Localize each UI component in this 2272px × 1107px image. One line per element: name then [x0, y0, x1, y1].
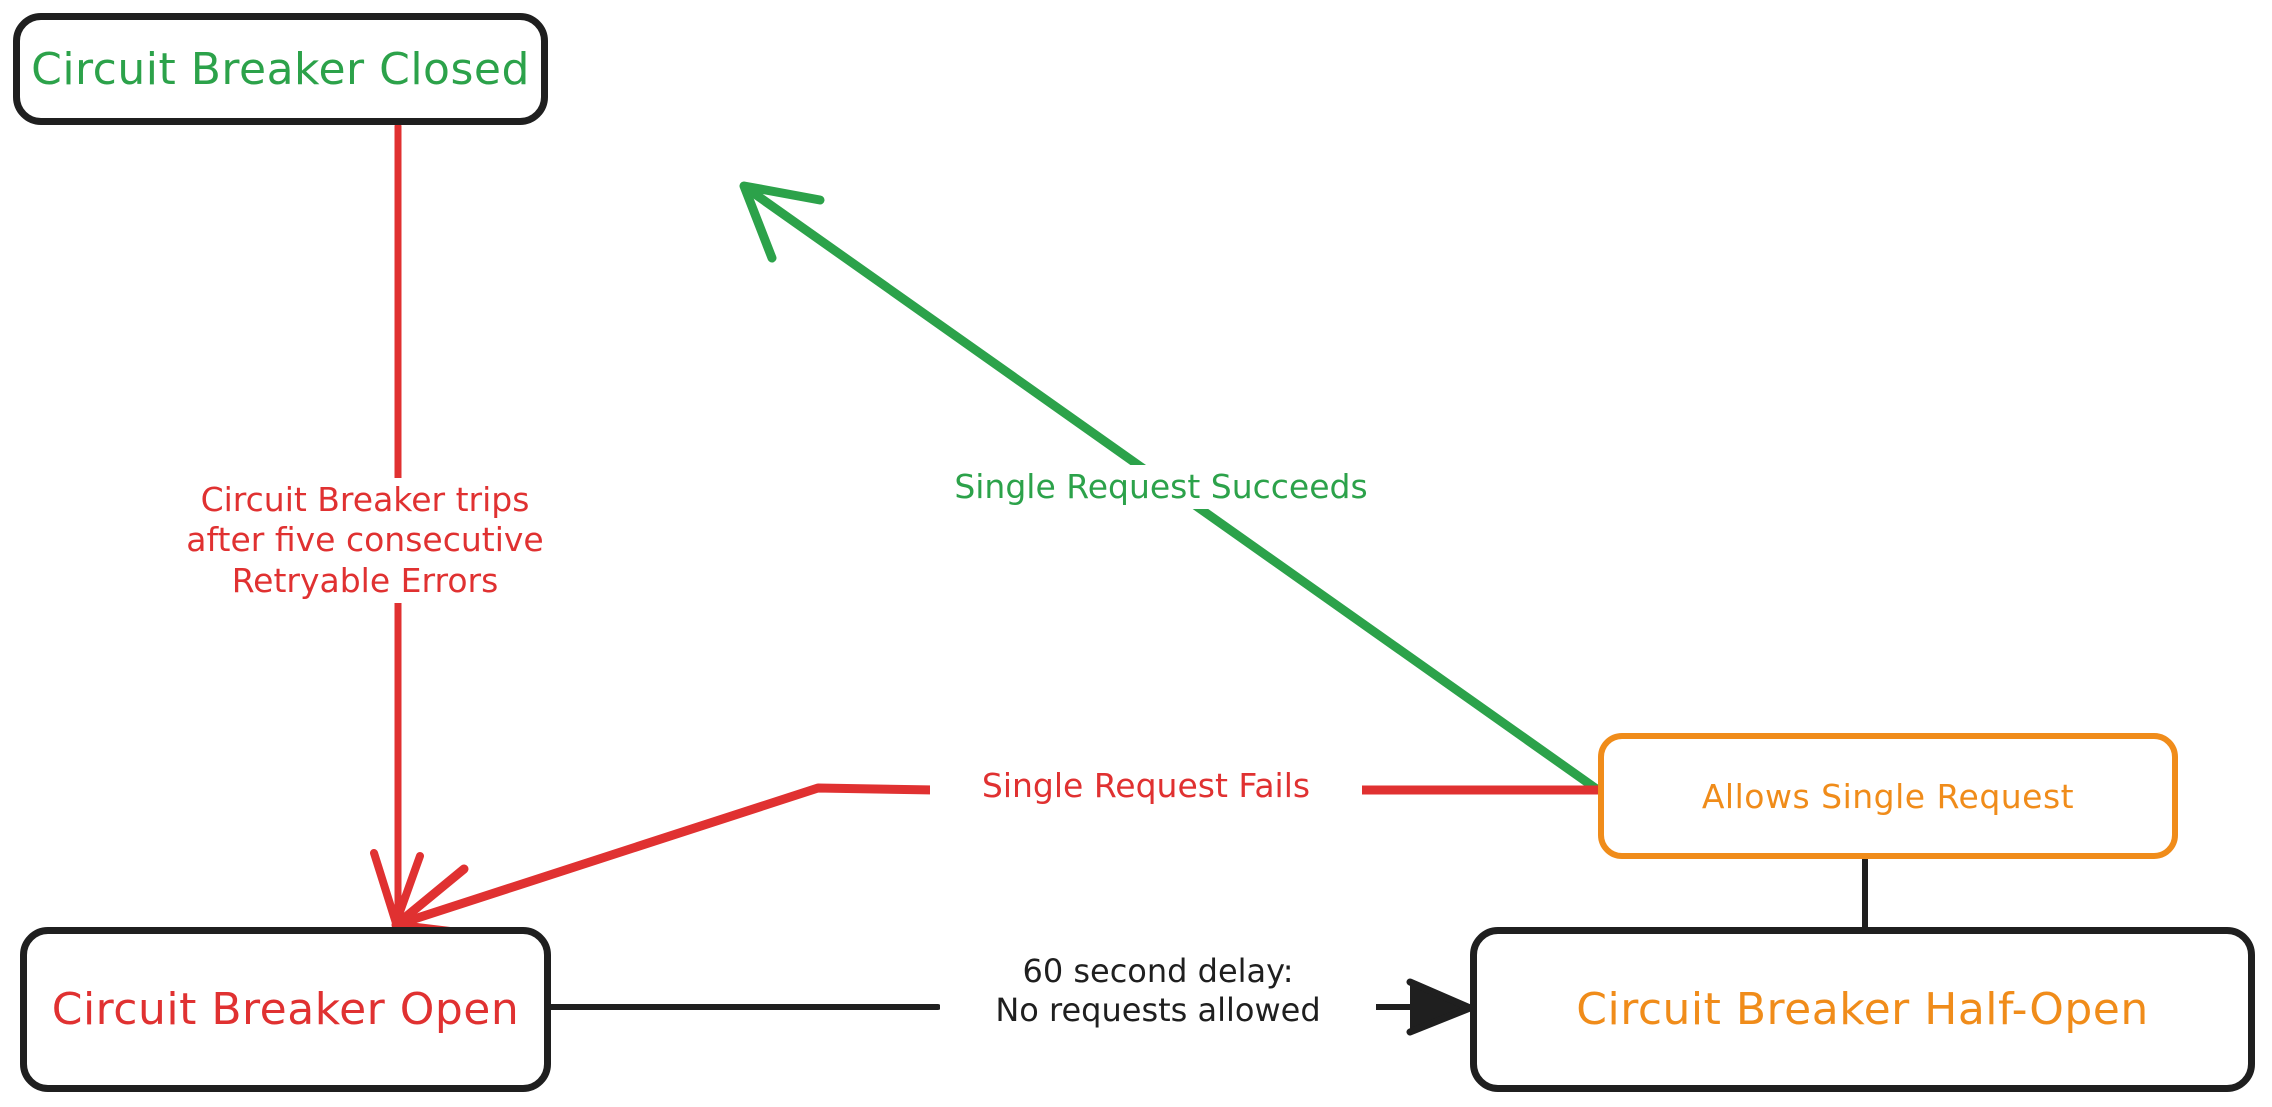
state-node-label: Circuit Breaker Closed [31, 43, 530, 95]
state-node-label: Allows Single Request [1701, 776, 2075, 816]
state-node-circuit-breaker-half-open[interactable]: Circuit Breaker Half-Open [1470, 927, 2255, 1092]
state-node-allows-single-request[interactable]: Allows Single Request [1598, 733, 2178, 859]
edge-label-allows-to-closed: Single Request Succeeds [900, 465, 1422, 510]
state-node-circuit-breaker-closed[interactable]: Circuit Breaker Closed [13, 13, 548, 125]
edge-open-to-half-open [548, 978, 1474, 1036]
edge-label-closed-to-open: Circuit Breaker trips after five consecu… [150, 478, 580, 603]
state-node-label: Circuit Breaker Half-Open [1576, 984, 2149, 1035]
edge-label-allows-to-open: Single Request Fails [930, 763, 1362, 810]
edge-label-open-to-half-open: 60 second delay: No requests allowed [940, 950, 1376, 1033]
state-node-circuit-breaker-open[interactable]: Circuit Breaker Open [20, 927, 551, 1092]
edge-allows-to-open [391, 783, 1603, 941]
state-node-label: Circuit Breaker Open [51, 984, 520, 1035]
